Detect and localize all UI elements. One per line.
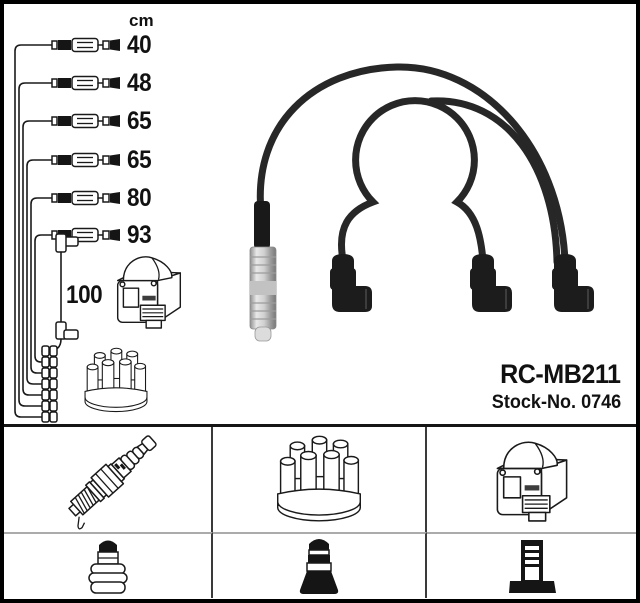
ribbed-plug-boot-icon [87, 540, 128, 594]
cable-length-label: 40 [127, 31, 152, 59]
parts-legend [4, 424, 636, 598]
product-code: RC-MB211 [500, 359, 622, 389]
cable-length-label: 65 [127, 107, 152, 135]
legend-cell-ignition-coil [427, 427, 636, 532]
legend-cell-ribbed-boot [4, 532, 213, 598]
cable-with-connectors-icon [51, 113, 120, 129]
elbow-boot-icon [470, 254, 512, 312]
ignition-coil-icon [116, 256, 182, 329]
legend-cell-black-boot [213, 532, 427, 598]
cable-curves [256, 63, 569, 266]
cable-with-connectors-icon [51, 37, 120, 53]
cable-length-label: 80 [127, 184, 152, 212]
distributor-cap-icon [84, 347, 148, 413]
elbow-boots [330, 254, 594, 312]
cable-with-connectors-icon [51, 152, 120, 168]
cable-length-label: 48 [127, 69, 152, 97]
cable-row-icons [51, 37, 120, 243]
metal-connector [249, 201, 277, 342]
cable-length-label: 65 [127, 146, 152, 174]
cable-routing-lines [14, 44, 54, 418]
spark-plug-icon [67, 434, 157, 529]
distributor-terminal-icon [41, 345, 58, 423]
elbow-boot-icon [330, 254, 372, 312]
coil-cable-length-label: 100 [66, 281, 103, 309]
unit-label: cm [129, 11, 154, 30]
elbow-boot-icon [552, 254, 594, 312]
distributor-cap-icon [277, 435, 361, 521]
coil-cable-icon [41, 233, 79, 352]
cable-length-diagram [14, 37, 182, 423]
stock-number: Stock-No. 0746 [491, 392, 621, 413]
black-plug-boot-icon [299, 539, 339, 594]
coil-terminal-icon [508, 540, 556, 593]
cable-length-label: 93 [127, 221, 152, 249]
legend-cell-coil-terminal [427, 532, 636, 598]
legend-cell-spark-plug [4, 427, 213, 532]
cable-with-connectors-icon [51, 190, 120, 206]
ignition-cable-set-photo [249, 63, 594, 342]
ignition-coil-icon [496, 441, 567, 522]
legend-cell-distributor-cap [213, 427, 427, 532]
cable-with-connectors-icon [51, 75, 120, 91]
